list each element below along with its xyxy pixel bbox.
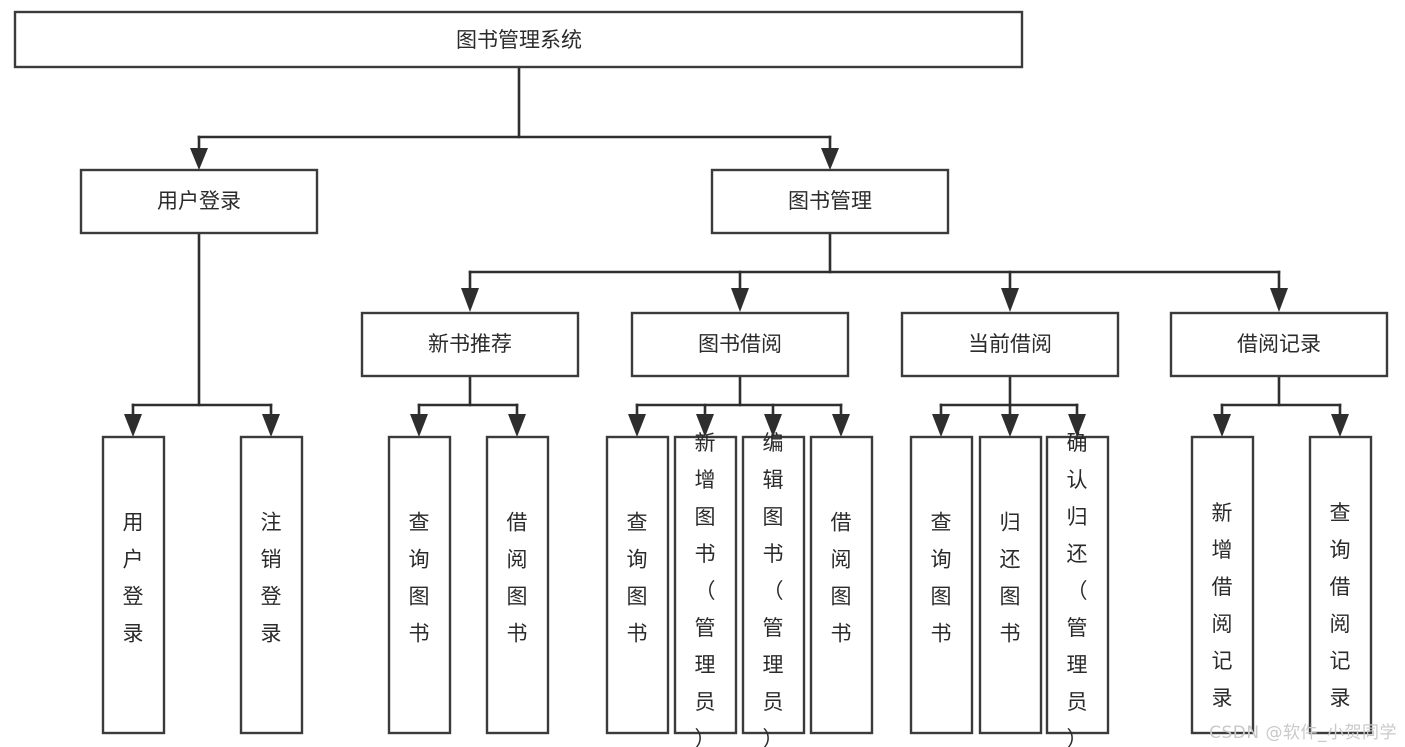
leaf-current-borrow-3[interactable]: 确认归还（管理员） [1045, 431, 1110, 747]
leaf-label: 查询图书 [931, 511, 952, 646]
leaf-box[interactable] [673, 435, 738, 735]
arrow-bookborrow-child-1 [628, 414, 646, 437]
arrow-bookborrow-child-4 [832, 414, 850, 437]
leaf-current-borrow-2[interactable]: 归还图书 [978, 435, 1043, 735]
arrow-currentborrow-child-2 [1001, 414, 1019, 437]
arrow-bookborrow-child-2 [696, 414, 714, 437]
connector-group-bookmgmt [461, 231, 1288, 312]
leaf-box[interactable] [239, 435, 304, 735]
leaf-box[interactable] [101, 435, 166, 735]
node-new-book-recommend[interactable]: 新书推荐 [360, 311, 580, 378]
node-current-borrow-box[interactable] [900, 311, 1120, 378]
leaf-label: 编辑图书（管理员） [763, 431, 784, 747]
leaf-box[interactable] [1308, 435, 1373, 735]
node-borrow-record-label: 借阅记录 [1237, 332, 1321, 356]
connector-group-newbook-children [410, 374, 526, 437]
connector-group-bookborrow-children [628, 374, 850, 437]
leaf-borrow-record-1[interactable]: 新增借阅记录 [1190, 435, 1255, 735]
leaf-box[interactable] [809, 435, 874, 735]
connector-group-borrowrecord-children [1213, 374, 1349, 437]
leaf-label: 归还图书 [1000, 511, 1021, 646]
connector-group-root [190, 65, 839, 170]
leaf-box[interactable] [1190, 435, 1255, 735]
node-user-login-box[interactable] [79, 168, 319, 235]
node-new-book-recommend-box[interactable] [360, 311, 580, 378]
arrow-currentborrow-child-3 [1068, 414, 1086, 437]
leaf-label: 查询图书 [409, 511, 430, 646]
arrow-root-to-login [190, 148, 208, 170]
leaf-user-login-1[interactable]: 用户登录 [101, 435, 166, 735]
arrow-root-to-bookmgmt [821, 148, 839, 170]
leaf-new-book-2[interactable]: 借阅图书 [485, 435, 550, 735]
arrow-to-currentborrow [1001, 288, 1019, 312]
leaf-book-borrow-4[interactable]: 借阅图书 [809, 435, 874, 735]
leaf-label: 借阅图书 [831, 511, 852, 646]
node-book-management[interactable]: 图书管理 [710, 168, 950, 235]
leaf-box[interactable] [605, 435, 670, 735]
leaf-current-borrow-1[interactable]: 查询图书 [909, 435, 974, 735]
node-current-borrow[interactable]: 当前借阅 [900, 311, 1120, 378]
node-borrow-record-box[interactable] [1169, 311, 1389, 378]
arrow-bookborrow-child-3 [764, 414, 782, 437]
arrow-to-bookborrow [731, 288, 749, 312]
csdn-watermark: CSDN @软件_小贺同学 [1209, 723, 1397, 743]
node-new-book-recommend-label: 新书推荐 [428, 332, 512, 356]
leaf-label: 新增借阅记录 [1212, 501, 1233, 710]
node-book-borrow-label: 图书借阅 [698, 332, 782, 356]
arrow-borrowrecord-child-2 [1331, 414, 1349, 437]
leaf-borrow-record-2[interactable]: 查询借阅记录 [1308, 435, 1373, 735]
leaf-box[interactable] [485, 435, 550, 735]
arrow-currentborrow-child-1 [932, 414, 950, 437]
leaf-label: 查询图书 [627, 511, 648, 646]
node-borrow-record[interactable]: 借阅记录 [1169, 311, 1389, 378]
leaf-label: 新增图书（管理员） [695, 431, 716, 747]
node-current-borrow-label: 当前借阅 [968, 332, 1052, 356]
leaf-book-borrow-3[interactable]: 编辑图书（管理员） [741, 431, 806, 747]
node-root-box[interactable] [13, 10, 1024, 69]
leaf-label: 借阅图书 [507, 511, 528, 646]
connector-group-userlogin-children [124, 231, 280, 437]
leaf-label: 查询借阅记录 [1330, 501, 1351, 710]
node-user-login-label: 用户登录 [157, 189, 241, 213]
arrow-login-child-1 [124, 414, 142, 437]
leaf-box[interactable] [387, 435, 452, 735]
arrow-newbook-child-2 [508, 414, 526, 437]
leaf-box[interactable] [909, 435, 974, 735]
leaf-label: 用户登录 [123, 511, 144, 646]
leaf-label: 确认归还（管理员） [1067, 431, 1088, 747]
arrow-login-child-2 [262, 414, 280, 437]
leaf-book-borrow-2[interactable]: 新增图书（管理员） [673, 431, 738, 747]
node-book-management-box[interactable] [710, 168, 950, 235]
arrow-borrowrecord-child-1 [1213, 414, 1231, 437]
leaf-user-login-2[interactable]: 注销登录 [239, 435, 304, 735]
node-user-login[interactable]: 用户登录 [79, 168, 319, 235]
leaf-book-borrow-1[interactable]: 查询图书 [605, 435, 670, 735]
leaf-box[interactable] [741, 435, 806, 735]
leaf-box[interactable] [1045, 435, 1110, 735]
node-root-label: 图书管理系统 [456, 28, 582, 52]
leaf-new-book-1[interactable]: 查询图书 [387, 435, 452, 735]
leaf-box[interactable] [978, 435, 1043, 735]
node-book-management-label: 图书管理 [788, 189, 872, 213]
arrow-newbook-child-1 [410, 414, 428, 437]
node-root-system[interactable]: 图书管理系统 [13, 10, 1024, 69]
leaf-label: 注销登录 [261, 511, 282, 646]
node-book-borrow[interactable]: 图书借阅 [630, 311, 850, 378]
arrow-to-newbook [461, 288, 479, 312]
arrow-to-borrowrecord [1270, 288, 1288, 312]
node-book-borrow-box[interactable] [630, 311, 850, 378]
connector-group-currentborrow-children [932, 374, 1086, 437]
